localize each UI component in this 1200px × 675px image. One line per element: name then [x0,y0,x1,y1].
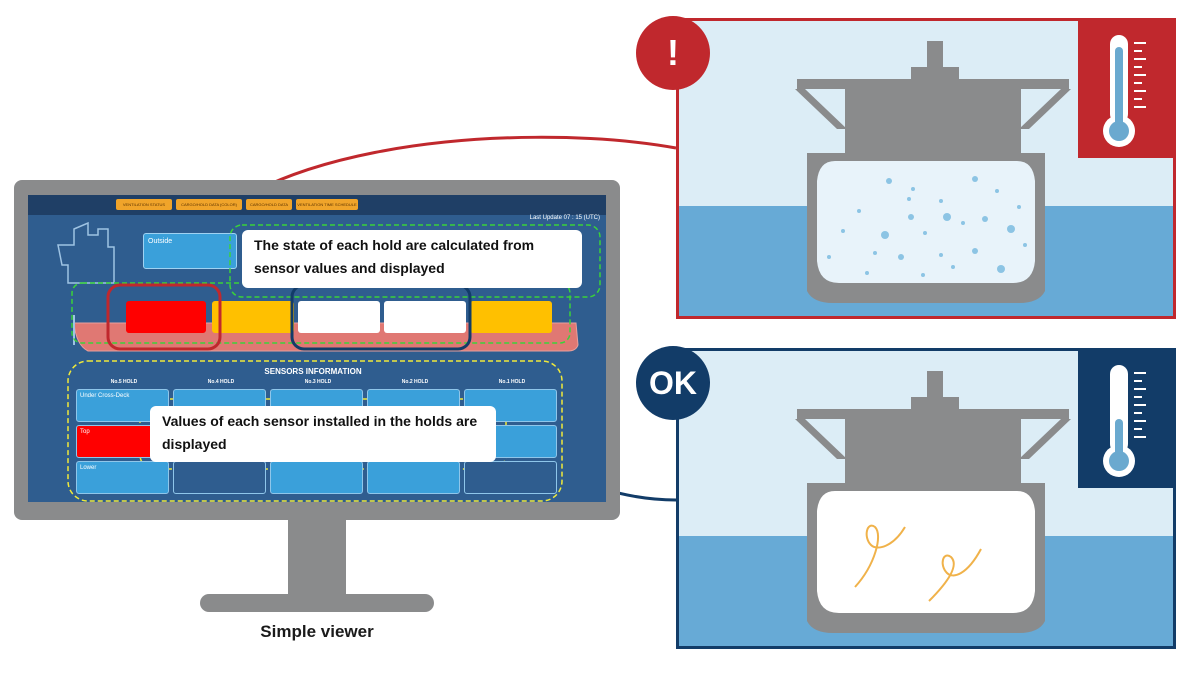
water-droplet [911,187,915,191]
water-droplet [939,199,943,203]
water-droplet [1023,243,1027,247]
sensor-cell[interactable]: Lower [76,461,169,494]
sensors-dashed-frame [67,360,563,502]
ok-hold-panel [676,348,1176,649]
thermometer-low-icon [1103,365,1146,477]
airflow-swirl-icon-2 [928,548,982,602]
sensors-information-title: SENSORS INFORMATION [264,367,362,376]
water-droplet [1007,225,1015,233]
hold-header-1: No.1 HOLD [498,379,526,385]
ok-thermometer-box [1078,351,1173,488]
sensor-cell[interactable] [367,461,460,494]
water-droplet [898,254,904,260]
simple-viewer-caption: Simple viewer [260,622,374,641]
water-droplet [997,265,1005,273]
hold-header-5: No.5 HOLD [110,379,138,385]
condensation-droplets [827,176,1027,277]
ok-badge: OK [636,346,710,420]
monitor-stand-base [200,594,434,612]
water-droplet [921,273,925,277]
water-droplet [982,216,988,222]
nav-button-cargo-hold-color[interactable]: CARGO/HOLD DATA (COLOR) [176,199,242,210]
warning-thermometer-box [1078,21,1173,158]
water-droplet [972,248,978,254]
water-droplet [951,265,955,269]
hold-state-callout: The state of each hold are calculated fr… [242,230,582,288]
hold-interior-condensation [817,161,1035,283]
hold-header-3: No.3 HOLD [304,379,332,385]
sensor-cell[interactable] [464,461,557,494]
water-droplet [857,209,861,213]
water-droplet [939,253,943,257]
water-droplet [827,255,831,259]
warning-hold-highlight [106,283,222,351]
airflow-swirl-icon [854,524,906,588]
hold-interior-dry [817,491,1035,613]
ship-cross-section-icon [795,41,1071,303]
water-droplet [923,231,927,235]
water-droplet [943,213,951,221]
water-droplet [841,229,845,233]
water-droplet [995,189,999,193]
hold-3-status[interactable] [298,301,380,333]
sensor-cell[interactable] [270,461,363,494]
hold-5-status[interactable] [126,301,206,333]
outside-sensor-box[interactable]: Outside [143,233,237,269]
ok-holds-highlight [290,283,472,351]
thermometer-high-icon [1103,35,1146,147]
hold-header-2: No.2 HOLD [401,379,429,385]
sensor-row-label: Under Cross-Deck [80,393,130,399]
hold-4-status[interactable] [212,301,294,333]
sensor-values-callout: Values of each sensor installed in the h… [150,406,496,462]
outside-label: Outside [148,238,173,245]
water-droplet [1017,205,1021,209]
sensor-row-label: Lower [80,465,97,471]
callout-dashed-frame [229,224,601,298]
nav-button-ventilation-schedule[interactable]: VENTILATION TIME SCHEDULE [296,199,358,210]
hold-1-status[interactable] [470,301,552,333]
warning-badge: ! [636,16,710,90]
holds-dashed-frame [71,282,571,344]
water-droplet [873,251,877,255]
water-droplet [886,178,892,184]
ship-cross-section-ok-icon [795,371,1071,633]
sensor-cell[interactable]: Under Cross-Deck [76,389,169,422]
nav-button-ventilation-status[interactable]: VENTILATION STATUS [116,199,172,210]
hold-2-status[interactable] [384,301,466,333]
nav-button-cargo-hold-data[interactable]: CARGO/HOLD DATA [246,199,292,210]
water-droplet [881,231,889,239]
hold-header-4: No.4 HOLD [207,379,235,385]
water-droplet [907,197,911,201]
warning-hold-panel [676,18,1176,319]
water-droplet [961,221,965,225]
sensor-cell[interactable] [173,461,266,494]
monitor-stand-neck [288,518,346,598]
water-droplet [908,214,914,220]
sensor-row-label: Top [80,429,90,435]
last-update-time: Last Update 07 : 15 (UTC) [529,215,600,221]
water-droplet [865,271,869,275]
water-droplet [972,176,978,182]
